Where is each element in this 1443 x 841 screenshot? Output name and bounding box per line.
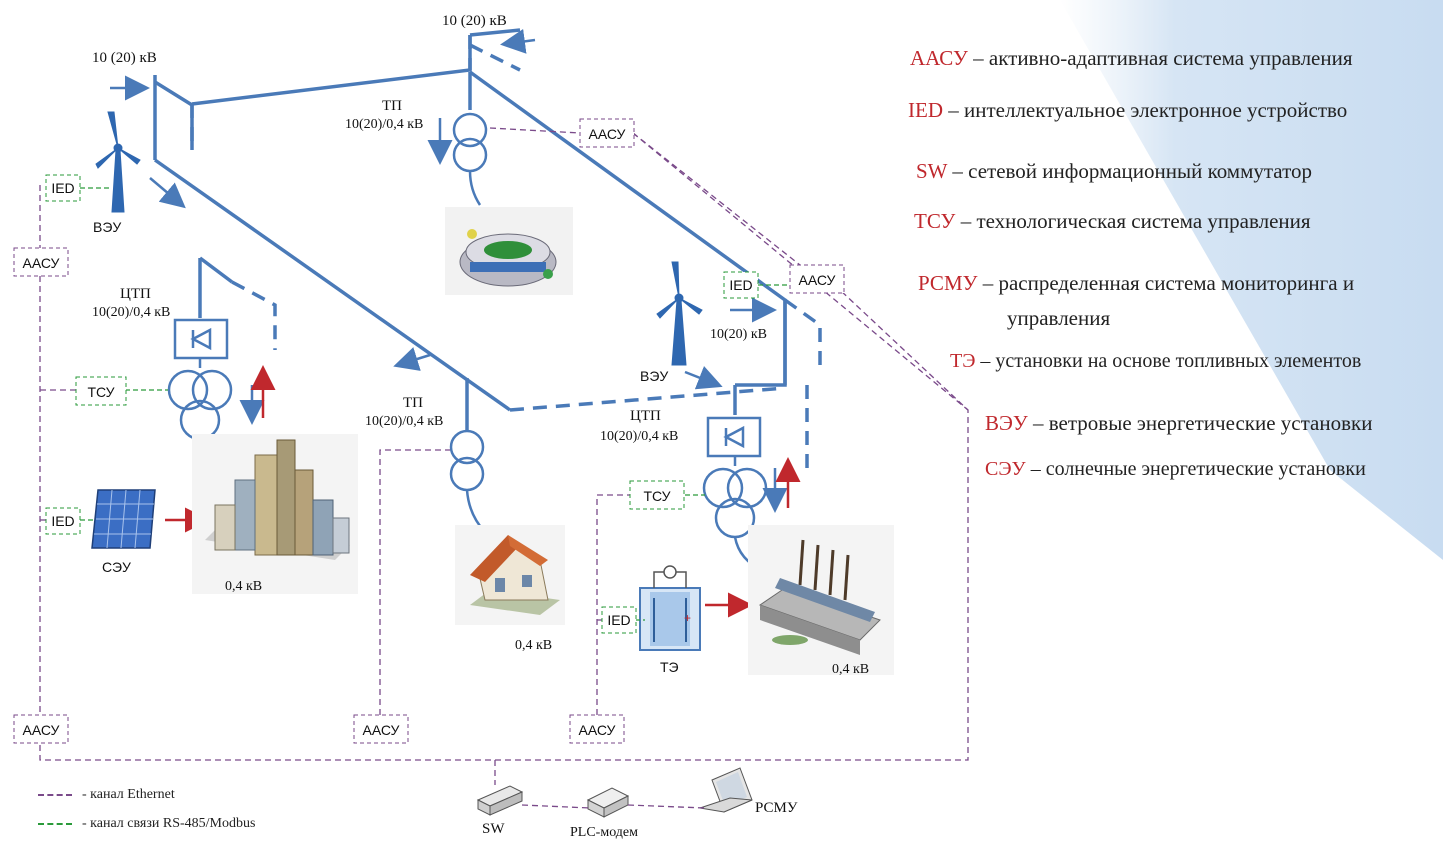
- line-top-in: [469, 28, 521, 37]
- label-plc: PLC-модем: [570, 825, 638, 840]
- svg-text:ААСУ: ААСУ: [579, 722, 616, 738]
- tsu-box-right: ТСУ: [629, 480, 685, 510]
- wind-turbine-icon-2: [656, 261, 703, 366]
- ied-box-te: IED: [601, 606, 637, 634]
- stadium-icon: [445, 207, 573, 295]
- aasu-box-bottom-2: ААСУ: [353, 714, 409, 744]
- background-band: [1060, 0, 1443, 560]
- label-04kv-house: 0,4 кВ: [515, 638, 552, 653]
- ethernet-channels: [39, 127, 969, 809]
- power-lines-dashed: [190, 35, 822, 470]
- label-ctp-right-voltage: 10(20)/0,4 кВ: [600, 429, 678, 444]
- svg-text:ААСУ: ААСУ: [23, 255, 60, 271]
- aasu-box-bottom-3: ААСУ: [569, 714, 625, 744]
- fuel-cell-icon: +: [639, 565, 701, 651]
- svg-text:ААСУ: ААСУ: [363, 722, 400, 738]
- ied-box-seu: IED: [45, 507, 81, 535]
- svg-text:IED: IED: [607, 612, 630, 628]
- svg-text:ААСУ: ААСУ: [589, 126, 626, 142]
- city-buildings-icon: [192, 434, 358, 594]
- label-tp-mid: ТП: [403, 395, 423, 411]
- factory-icon: [748, 525, 894, 675]
- label-tp-mid-voltage: 10(20)/0,4 кВ: [365, 414, 443, 429]
- line-top-span: [191, 35, 472, 106]
- wind-turbine-icon: [95, 111, 141, 213]
- line-left-bus: [154, 80, 194, 150]
- svg-text:+: +: [684, 611, 691, 625]
- tsu-box-left: ТСУ: [75, 376, 127, 406]
- svg-text:IED: IED: [51, 180, 74, 196]
- label-04kv-factory: 0,4 кВ: [832, 662, 869, 677]
- transformer-tp-top: [452, 112, 488, 206]
- laptop-icon: [699, 767, 753, 813]
- label-10kv-right: 10(20) кВ: [710, 327, 767, 342]
- label-04kv-city: 0,4 кВ: [225, 579, 262, 594]
- svg-text:ТСУ: ТСУ: [87, 384, 114, 400]
- label-rsmu: РСМУ: [755, 800, 798, 816]
- line-ctp-left-top: [198, 256, 234, 284]
- aasu-box-right: ААСУ: [789, 264, 845, 294]
- switch-icon: [476, 785, 524, 816]
- label-veu-2: ВЭУ: [640, 368, 668, 384]
- ied-box-veu-2: IED: [723, 271, 759, 299]
- flow-arrows: [110, 28, 788, 513]
- aasu-box-bottom-1: ААСУ: [13, 714, 69, 744]
- svg-text:IED: IED: [51, 513, 74, 529]
- svg-text:ААСУ: ААСУ: [799, 272, 836, 288]
- label-veu: ВЭУ: [93, 219, 121, 235]
- line-left-diag: [153, 158, 512, 412]
- ied-box-veu: IED: [45, 174, 81, 202]
- svg-text:ТСУ: ТСУ: [643, 488, 670, 504]
- label-tp-top: ТП: [382, 98, 402, 114]
- svg-text:IED: IED: [729, 277, 752, 293]
- transformer-ctp-right: [702, 416, 776, 577]
- label-seu: СЭУ: [102, 559, 131, 575]
- svg-text:ААСУ: ААСУ: [23, 722, 60, 738]
- solar-panel-icon: [91, 489, 156, 549]
- aasu-box-top: ААСУ: [579, 118, 635, 148]
- aasu-box-left: ААСУ: [13, 247, 69, 277]
- label-tp-top-voltage: 10(20)/0,4 кВ: [345, 117, 423, 132]
- line-ctp-right: [735, 300, 787, 387]
- house-icon: [455, 525, 565, 625]
- label-ctp-right: ЦТП: [630, 408, 661, 424]
- label-te: ТЭ: [660, 659, 679, 675]
- plc-modem-icon: [586, 787, 630, 818]
- rs485-channels: [80, 187, 790, 621]
- label-sw: SW: [482, 821, 505, 837]
- label-10kv-left: 10 (20) кВ: [92, 50, 157, 66]
- label-ctp-left: ЦТП: [120, 286, 151, 302]
- label-ctp-left-voltage: 10(20)/0,4 кВ: [92, 305, 170, 320]
- label-10kv-top: 10 (20) кВ: [442, 13, 507, 29]
